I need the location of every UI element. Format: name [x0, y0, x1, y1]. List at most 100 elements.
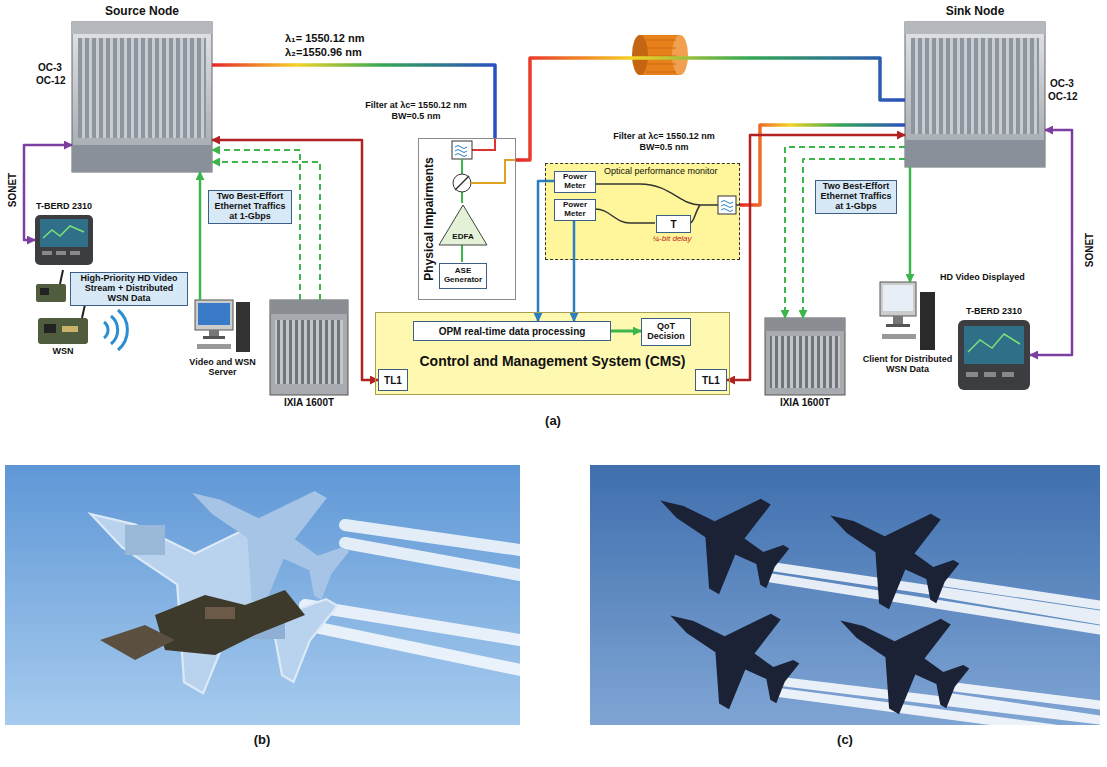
annotation: (a): [545, 414, 561, 429]
client-computer: [893, 316, 903, 324]
ixia-chassis: [270, 300, 348, 314]
tberd-tester: [42, 251, 52, 255]
fiber-spool: [672, 35, 688, 75]
node-text: EDFA: [438, 233, 488, 241]
tberd-tester: [966, 372, 978, 377]
server-computer: [209, 330, 219, 336]
device-label: Video and WSN Server: [181, 357, 265, 378]
tberd-tester: [43, 226, 84, 238]
impairment-chain: [455, 176, 469, 190]
node-text: Power Meter: [558, 201, 592, 219]
distorted-video-frame: [155, 590, 305, 655]
annotation: λ₂=1550.96 nm: [285, 46, 362, 59]
tberd-tester: [35, 215, 93, 265]
server-computer: [203, 336, 225, 339]
distorted-video-frame: [100, 625, 175, 660]
fiber-spool: [632, 35, 648, 75]
server: Video and WSN Server: [195, 300, 250, 355]
ethernet-link: [803, 159, 905, 318]
server-computer: [195, 300, 233, 330]
device-label: IXIA 1600T: [284, 397, 334, 409]
device-label: Sink Node: [946, 5, 1005, 19]
opm-optics: [721, 201, 733, 212]
tberd-tester: [70, 251, 80, 255]
distorted-video-frame: [205, 607, 235, 619]
interface-label: SONET: [1084, 233, 1096, 267]
impairment-panel: Physical ImpairmentsEDFAASE Generator: [418, 138, 516, 300]
server-computer: [236, 302, 250, 352]
interface-label: SONET: [7, 173, 19, 207]
node-text: Optical performance monitor: [604, 166, 718, 176]
ixia-chassis: [270, 300, 845, 395]
interface-box: TL1: [695, 369, 727, 391]
opm-optics: [595, 184, 700, 205]
wsn-board: [36, 284, 66, 302]
tberd-tester: [40, 219, 88, 247]
triangle-outline: [439, 205, 487, 245]
impairment-chain: [472, 138, 495, 150]
tberd-tester: [958, 320, 1030, 390]
test-set: T-BERD 2310: [958, 320, 1030, 390]
meter-box: Power Meter: [554, 199, 596, 221]
annotation: λ₁= 1550.12 nm: [285, 32, 364, 45]
source-rack: [72, 22, 212, 34]
sink-rack: [905, 22, 1045, 167]
client-computer: [880, 282, 916, 316]
annotation: BW=0.5 nm: [392, 111, 441, 121]
device-label: Client for Distributed WSN Data: [862, 354, 954, 375]
wsn-board: [62, 326, 78, 332]
monitor-link: [538, 181, 554, 321]
ixia-chassis: [765, 318, 845, 395]
distorted-video-frame: [125, 525, 165, 555]
fiber-spool: [646, 40, 676, 72]
wireless-symbol: [104, 322, 108, 338]
distorted-video-frame: [305, 525, 520, 670]
source-node: Source Node: [72, 22, 212, 172]
annotation: Filter at λc= 1550.12 nm: [613, 131, 714, 141]
annotation: (c): [837, 733, 853, 748]
client-computer: [886, 324, 910, 327]
clear-video-frame: [644, 571, 813, 728]
impairment-chain: [418, 138, 516, 300]
wsn-board: [38, 318, 88, 344]
ethernet-link: [785, 147, 905, 318]
sink-rack: [905, 22, 1045, 167]
node-text: Power Meter: [558, 173, 592, 191]
node-text: ASE Generator: [443, 267, 483, 285]
server-computer: [198, 303, 230, 325]
source-rack: [78, 38, 206, 138]
opm-optics: [718, 196, 736, 214]
interface-box: TL1: [378, 369, 408, 391]
device-label: WSN: [53, 346, 74, 356]
traffic-generator: IXIA 1600T: [270, 300, 348, 395]
annotation: HD Video Displayed: [940, 272, 1025, 282]
control-system: Control and Management System (CMS) OPM r…: [375, 312, 730, 395]
impairment-chain: [455, 146, 467, 157]
cms-panel: [375, 312, 730, 395]
source-rack: [72, 145, 212, 172]
sonet-link: [24, 145, 72, 240]
client-computer: [920, 292, 935, 350]
device-label: T-BERD 2310: [966, 306, 1022, 316]
process-box: OPM real-time data processing: [413, 321, 611, 341]
ethernet-link: [212, 162, 320, 300]
wireless-symbol: [118, 310, 127, 350]
wireless-symbol: [111, 316, 118, 344]
ethernet-link: [212, 150, 300, 300]
wsn-board: [40, 288, 49, 295]
node-text: OPM real-time data processing: [439, 326, 586, 337]
tberd-tester: [35, 215, 1030, 390]
node-text: TL1: [702, 375, 720, 386]
opm-optics: [690, 205, 700, 223]
clear-video-frame: [804, 471, 973, 628]
sonet-link: [1030, 130, 1072, 355]
client-computer: [883, 285, 913, 311]
impairment-chain: [418, 138, 516, 300]
annotation: BW=0.5 nm: [640, 142, 689, 152]
sink-rack: [905, 140, 1045, 167]
device-label: Source Node: [105, 5, 179, 19]
node-text: Control and Management System (CMS): [376, 353, 729, 369]
